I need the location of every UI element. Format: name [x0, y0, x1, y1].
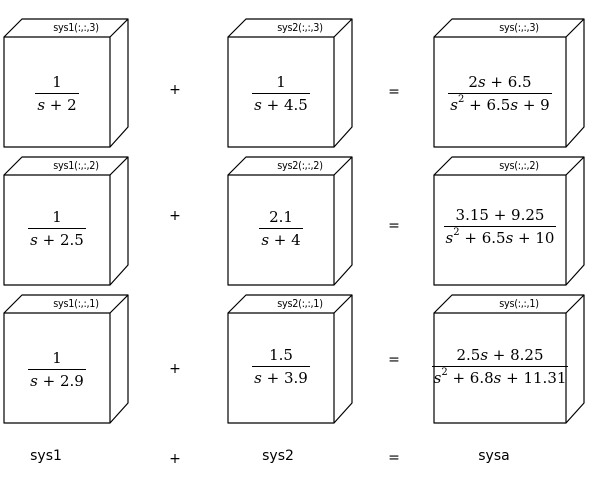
transfer-function: 2.1 s + 4 [228, 208, 334, 249]
transfer-function: 1 s + 4.5 [228, 73, 334, 114]
variable-s: s [493, 369, 502, 387]
exponent: 2 [453, 227, 460, 238]
denominator: s + 2.9 [28, 369, 86, 390]
variable-s: s [505, 229, 514, 247]
footer-sys2-label: sys2 [262, 448, 294, 464]
cube-label: sys2(:,:,2) [277, 159, 323, 172]
transfer-function: 2.5s + 8.25 s2 + 6.8s + 11.31 [431, 346, 569, 387]
variable-s: s [477, 73, 486, 91]
variable-s: s [433, 369, 442, 387]
cube-sys1-2: sys1(:,:,2) 1 s + 2.5 [3, 156, 129, 286]
cube-label: sys(:,:,2) [499, 159, 539, 172]
denominator: s + 2 [35, 93, 79, 114]
cube-sys1-3: sys1(:,:,3) 1 s + 2 [3, 18, 129, 148]
numerator: 3.15 + 9.25 [455, 206, 545, 224]
cube-sys2-2: sys2(:,:,2) 2.1 s + 4 [227, 156, 353, 286]
numerator: 1 [52, 73, 62, 91]
denominator: s + 2.5 [28, 228, 86, 249]
denominator: s2 + 6.5s + 10 [443, 226, 557, 247]
denominator: s + 4.5 [252, 93, 310, 114]
equals-operator: = [388, 218, 400, 234]
equals-operator: = [388, 84, 400, 100]
exponent: 2 [441, 367, 448, 378]
transfer-function: 1 s + 2.5 [4, 208, 110, 249]
footer-equals-operator: = [388, 450, 400, 466]
variable-s: s [261, 231, 270, 249]
denominator: s2 + 6.5s + 9 [448, 93, 552, 114]
variable-s: s [510, 96, 519, 114]
footer-plus-operator: + [169, 451, 181, 467]
transfer-function: 3.15 + 9.25 s2 + 6.5s + 10 [434, 206, 566, 247]
numerator: 2.5s + 8.25 [456, 346, 544, 364]
footer-sysa-label: sysa [478, 448, 510, 464]
numerator: 1 [52, 208, 62, 226]
denominator: s2 + 6.8s + 11.31 [431, 366, 569, 387]
equals-operator: = [388, 352, 400, 368]
variable-s: s [480, 346, 489, 364]
exponent: 2 [458, 94, 465, 105]
variable-s: s [450, 96, 458, 114]
cube-sys1-1: sys1(:,:,1) 1 s + 2.9 [3, 294, 129, 424]
transfer-function: 2s + 6.5 s2 + 6.5s + 9 [434, 73, 566, 114]
numerator: 1 [276, 73, 286, 91]
cube-label: sys2(:,:,3) [277, 21, 323, 34]
cube-label: sys1(:,:,1) [53, 297, 99, 310]
cube-sys-1: sys(:,:,1) 2.5s + 8.25 s2 + 6.8s + 11.31 [431, 294, 585, 424]
variable-s: s [254, 369, 262, 387]
transfer-function: 1 s + 2 [4, 73, 110, 114]
footer-sys1-label: sys1 [30, 448, 62, 464]
numerator: 2.1 [269, 208, 293, 226]
plus-operator: + [169, 208, 181, 224]
transfer-function: 1 s + 2.9 [4, 349, 110, 390]
numerator: 2s + 6.5 [468, 73, 532, 91]
variable-s: s [254, 96, 262, 114]
cube-label: sys2(:,:,1) [277, 297, 323, 310]
cube-label: sys1(:,:,2) [53, 159, 99, 172]
numerator: 1.5 [269, 346, 293, 364]
transfer-function: 1.5 s + 3.9 [228, 346, 334, 387]
cube-sys-3: sys(:,:,3) 2s + 6.5 s2 + 6.5s + 9 [433, 18, 585, 148]
numerator: 1 [52, 349, 62, 367]
cube-label: sys(:,:,1) [499, 297, 539, 310]
plus-operator: + [169, 361, 181, 377]
cube-label: sys1(:,:,3) [53, 21, 99, 34]
cube-sys2-3: sys2(:,:,3) 1 s + 4.5 [227, 18, 353, 148]
cube-label: sys(:,:,3) [499, 21, 539, 34]
variable-s: s [30, 372, 38, 390]
cube-sys-2: sys(:,:,2) 3.15 + 9.25 s2 + 6.5s + 10 [433, 156, 585, 286]
denominator: s + 3.9 [252, 366, 310, 387]
denominator: s + 4 [259, 228, 303, 249]
variable-s: s [30, 231, 38, 249]
plus-operator: + [169, 82, 181, 98]
cube-sys2-1: sys2(:,:,1) 1.5 s + 3.9 [227, 294, 353, 424]
variable-s: s [37, 96, 46, 114]
variable-s: s [445, 229, 454, 247]
